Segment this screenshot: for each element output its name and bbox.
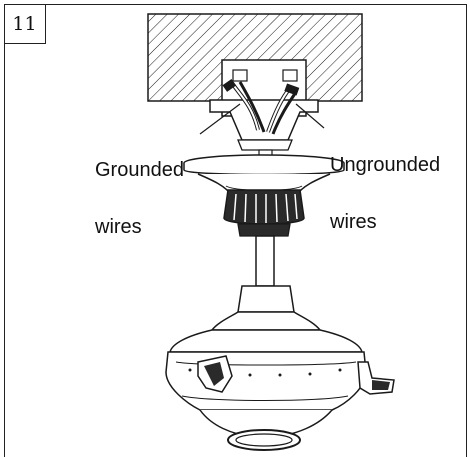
figure-border: [4, 4, 467, 457]
grounded-label-line1: Grounded: [95, 159, 184, 181]
ribbed-coupling: [223, 189, 305, 237]
leader-lines: [199, 103, 325, 135]
canopy: [183, 154, 345, 197]
side-bracket-left: [197, 355, 233, 393]
junction-box: [232, 69, 298, 82]
downrod: [255, 235, 275, 287]
ungrounded-wires-label: Ungrounded wires: [330, 118, 440, 270]
grounded-wires-label: Grounded wires: [95, 123, 184, 275]
wires: [222, 78, 300, 135]
grounded-label-line2: wires: [95, 216, 142, 238]
step-number: 11: [4, 4, 46, 44]
motor-housing: [165, 285, 367, 451]
ungrounded-label-line1: Ungrounded: [330, 154, 441, 176]
side-bracket-right: [357, 361, 395, 395]
ungrounded-label-line2: wires: [330, 211, 377, 233]
